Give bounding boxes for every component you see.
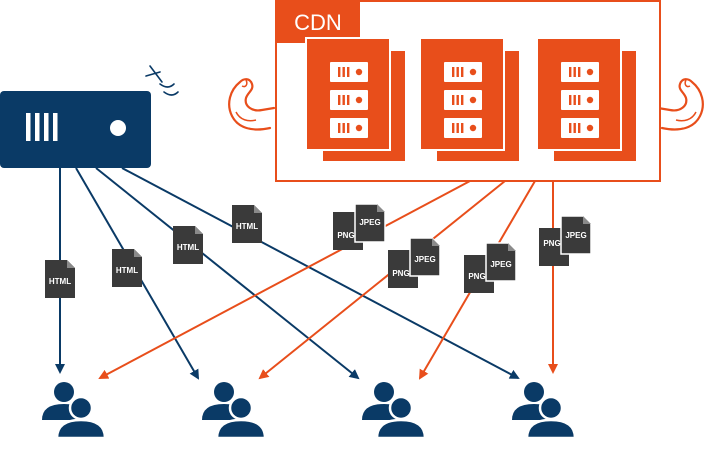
html-document-label: HTML <box>49 277 71 286</box>
png-label: PNG <box>468 272 485 281</box>
cdn-label-tag <box>276 1 360 43</box>
tired-marks-icon <box>145 65 179 96</box>
left-arm-icon <box>228 78 276 131</box>
jpeg-label: JPEG <box>565 231 586 240</box>
origin-to-user-3-line <box>95 167 360 380</box>
server-icon <box>0 91 151 168</box>
jpeg-label: JPEG <box>490 260 511 269</box>
jpeg-label: JPEG <box>359 218 380 227</box>
users-icon <box>40 380 107 440</box>
html-document-2: HTML <box>112 249 142 287</box>
origin-server <box>0 65 179 168</box>
jpeg-label: JPEG <box>414 255 435 264</box>
cdn-group: CDN <box>228 0 704 182</box>
image-pair-3: PNG JPEG <box>464 242 517 293</box>
user-group-3 <box>360 380 427 440</box>
cdn-label: CDN <box>294 10 342 35</box>
png-label: PNG <box>392 269 409 278</box>
image-pair-1: PNG JPEG <box>333 203 386 250</box>
html-document-label: HTML <box>177 243 199 252</box>
html-document-label: HTML <box>236 222 258 231</box>
image-pair-4: PNG JPEG <box>539 215 592 266</box>
html-document-1: HTML <box>45 260 75 298</box>
user-group-2 <box>200 380 267 440</box>
users-icon <box>200 380 267 440</box>
user-group-4 <box>510 380 577 440</box>
html-document-3: HTML <box>173 226 203 264</box>
html-document-4: HTML <box>232 205 262 243</box>
users-icon <box>510 380 577 440</box>
png-label: PNG <box>337 231 354 240</box>
png-label: PNG <box>543 239 560 248</box>
user-group-1 <box>40 380 107 440</box>
cdn-server-cluster-3 <box>536 37 638 163</box>
cdn-to-user-2-line <box>258 180 506 380</box>
cdn-server-cluster-1 <box>305 37 407 163</box>
cdn-server-cluster-2 <box>419 37 521 163</box>
right-arm-icon <box>656 78 704 131</box>
cdn-to-user-1-line <box>98 180 471 379</box>
html-document-label: HTML <box>116 266 138 275</box>
origin-to-user-4-line <box>121 167 520 379</box>
image-pair-2: PNG JPEG <box>388 237 441 288</box>
users-icon <box>360 380 427 440</box>
